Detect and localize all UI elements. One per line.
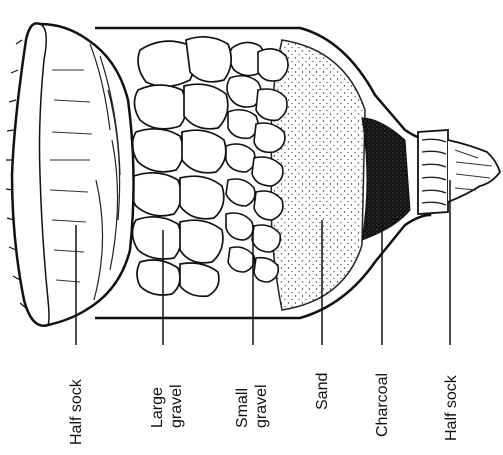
- labels: Half sock Large gravel Small gravel Sand…: [68, 373, 460, 445]
- charcoal-layer: [362, 118, 410, 240]
- small-gravel-layer: [226, 42, 288, 282]
- label-sand: Sand: [314, 373, 331, 410]
- label-half-sock-left: Half sock: [68, 378, 85, 445]
- label-charcoal: Charcoal: [374, 373, 391, 437]
- label-large-gravel-line2: gravel: [168, 384, 185, 428]
- large-gravel-layer: [130, 37, 231, 296]
- neck-half-sock: [418, 130, 500, 214]
- label-small-gravel-line2: gravel: [253, 384, 270, 428]
- left-half-sock: [6, 23, 134, 325]
- label-large-gravel-line1: Large: [149, 387, 166, 428]
- label-small-gravel-line1: Small: [234, 388, 251, 428]
- label-half-sock-right: Half sock: [443, 374, 460, 441]
- sand-layer: [271, 40, 365, 310]
